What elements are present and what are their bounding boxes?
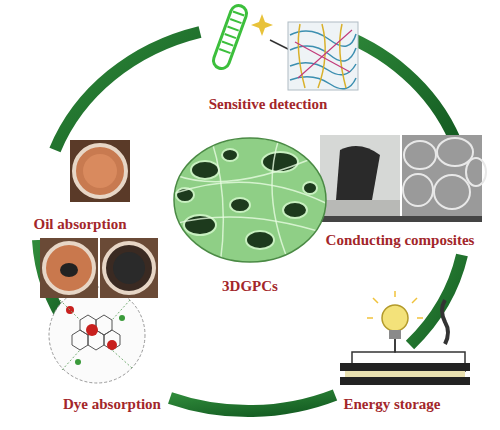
application-label: Energy storage xyxy=(343,396,440,413)
composite-photos xyxy=(320,135,486,222)
foam-network-image xyxy=(170,135,330,295)
node-title: 3DGPCs xyxy=(170,278,330,295)
dye-molecule-sketch xyxy=(49,287,145,383)
application-label: Sensitive detection xyxy=(209,96,328,113)
energy-storage-device xyxy=(340,291,470,385)
application-label: Conducting composites xyxy=(326,232,475,249)
application-label: Oil absorption xyxy=(34,216,127,233)
sensor-mesh xyxy=(288,22,358,90)
application-label: Dye absorption xyxy=(63,396,161,413)
material-node: 3DGPCs xyxy=(170,135,330,295)
